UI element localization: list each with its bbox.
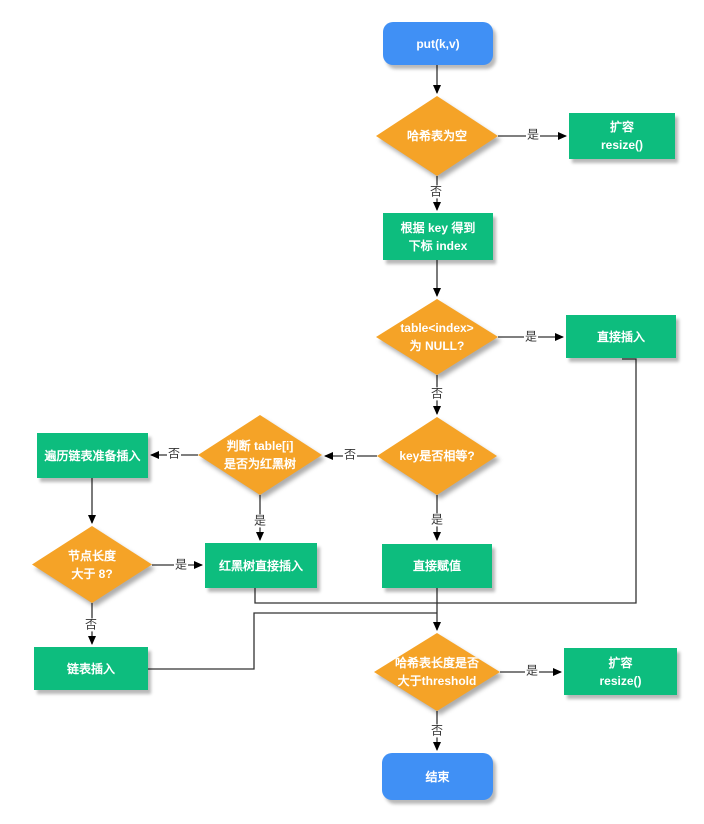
node-end: 结束 (382, 753, 493, 800)
edge-label-yes: 是 (429, 512, 445, 527)
node-decision-is-tree-line2: 是否为红黑树 (223, 457, 296, 471)
node-direct-insert: 直接插入 (566, 315, 676, 358)
edge-label-yes: 是 (173, 557, 189, 572)
node-traverse-list: 遍历链表准备插入 (37, 433, 148, 478)
node-decision-len8-line2: 大于 8? (71, 566, 113, 581)
node-decision-threshold-line1: 哈希表长度是否 (394, 656, 479, 670)
node-calc-index: 根据 key 得到 下标 index (383, 213, 493, 260)
node-decision-null-line1: table<index> (400, 321, 474, 335)
node-direct-insert-label: 直接插入 (596, 329, 645, 344)
edge-listinsert-merge (148, 612, 437, 670)
edge-label-yes: 是 (252, 513, 268, 528)
node-resize-bottom: 扩容 resize() (564, 648, 677, 695)
node-decision-threshold-line2: 大于threshold (397, 674, 477, 688)
node-calc-index-line1: 根据 key 得到 (400, 220, 476, 235)
node-resize-top-line2: resize() (600, 138, 644, 152)
edge-label-no: 否 (342, 447, 358, 462)
node-direct-assign: 直接赋值 (382, 544, 492, 588)
node-decision-len8: 节点长度 大于 8? (32, 526, 152, 603)
edge-label-no: 否 (429, 723, 445, 738)
node-start-label: put(k,v) (416, 36, 460, 51)
node-resize-bottom-line1: 扩容 (608, 655, 633, 670)
edge-label-no: 否 (166, 446, 182, 461)
node-decision-is-tree-line1: 判断 table[i] (226, 439, 294, 453)
node-decision-null-line2: 为 NULL? (409, 339, 465, 353)
edge-label-no: 否 (429, 386, 445, 401)
node-resize-bottom-line2: resize() (599, 673, 642, 688)
node-decision-null: table<index> 为 NULL? (376, 299, 498, 375)
node-list-insert: 链表插入 (34, 647, 148, 690)
node-traverse-list-label: 遍历链表准备插入 (44, 448, 141, 463)
edge-label-yes: 是 (525, 127, 541, 142)
node-decision-len8-line1: 节点长度 (67, 548, 116, 563)
node-decision-threshold: 哈希表长度是否 大于threshold (374, 633, 500, 711)
edge-label-yes: 是 (524, 663, 540, 678)
node-decision-empty: 哈希表为空 (376, 96, 498, 176)
node-tree-insert-label: 红黑树直接插入 (218, 558, 303, 573)
node-direct-assign-label: 直接赋值 (412, 559, 461, 573)
node-list-insert-label: 链表插入 (66, 661, 115, 676)
node-decision-empty-label: 哈希表为空 (406, 129, 467, 143)
node-decision-is-tree: 判断 table[i] 是否为红黑树 (198, 415, 322, 495)
node-tree-insert: 红黑树直接插入 (205, 543, 317, 588)
node-resize-top: 扩容 resize() (569, 113, 675, 159)
edge-directinsert-merge (254, 358, 637, 604)
edge-label-no: 否 (83, 617, 99, 632)
node-resize-top-line1: 扩容 (609, 120, 634, 134)
node-end-label: 结束 (425, 769, 450, 784)
edge-label-yes: 是 (523, 329, 539, 344)
node-start: put(k,v) (383, 22, 493, 65)
node-decision-key-equal-label: key是否相等? (399, 449, 475, 463)
node-decision-key-equal: key是否相等? (377, 417, 497, 495)
edge-label-no: 否 (428, 184, 444, 199)
node-calc-index-line2: 下标 index (408, 238, 468, 253)
